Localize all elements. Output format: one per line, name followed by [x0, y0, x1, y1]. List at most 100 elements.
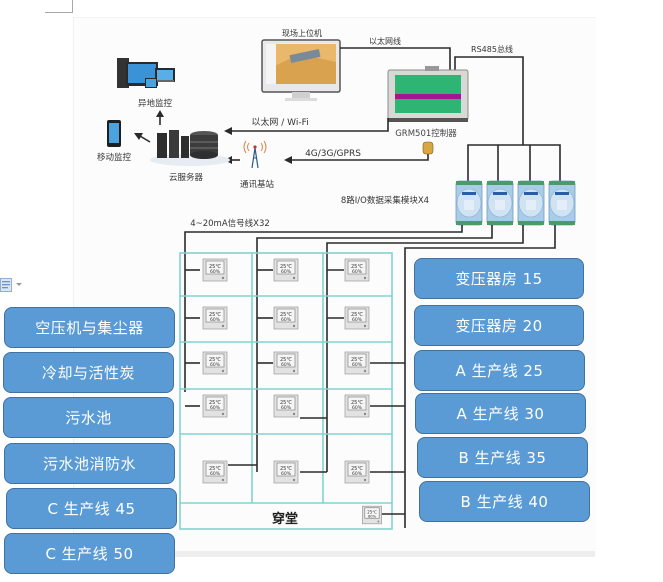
svg-text:60%: 60% — [352, 317, 363, 323]
controller-label: GRM501控制器 — [395, 128, 457, 139]
temperature-humidity-sensor-icon: 25℃60% — [273, 258, 299, 282]
temperature-humidity-sensor-icon: 25℃60% — [344, 306, 370, 330]
cellular-line — [288, 152, 429, 161]
host-pc-label: 现场上位机 — [282, 28, 322, 38]
temperature-humidity-sensor-icon: 25℃60% — [344, 258, 370, 282]
host-pc-monitor-icon — [261, 39, 341, 101]
svg-text:60%: 60% — [281, 269, 292, 275]
svg-text:60%: 60% — [352, 269, 363, 275]
area-box-label: 变压器房 20 — [455, 317, 543, 335]
svg-text:60%: 60% — [210, 405, 221, 411]
paste-options-dropdown-icon[interactable] — [16, 283, 22, 286]
area-box-label: C 生产线 50 — [45, 545, 134, 563]
svg-text:25℃: 25℃ — [351, 264, 363, 270]
area-box-sewage-pool[interactable]: 污水池 — [3, 397, 174, 438]
mobile-phone-icon — [107, 120, 121, 147]
area-box-label: B 生产线 35 — [458, 449, 547, 467]
signal-lines-label: 4~20mA信号线X32 — [190, 218, 270, 229]
area-box-label: 污水池 — [65, 409, 112, 427]
svg-text:25℃: 25℃ — [351, 357, 363, 363]
area-box-label: B 生产线 40 — [460, 493, 549, 511]
corridor-label: 穿堂 — [272, 511, 298, 527]
svg-text:60%: 60% — [210, 317, 221, 323]
temperature-humidity-sensor-icon: 25℃60% — [344, 351, 370, 375]
svg-text:60%: 60% — [210, 269, 221, 275]
ethernet-wifi-label: 以太网 / Wi-Fi — [251, 116, 308, 128]
temperature-humidity-sensor-icon: 25℃60% — [273, 351, 299, 375]
controller-device-icon — [387, 66, 469, 122]
svg-text:25℃: 25℃ — [280, 264, 292, 270]
mobile-monitoring-label: 移动监控 — [97, 152, 132, 163]
temperature-humidity-sensor-icon: 25℃60% — [202, 394, 228, 418]
svg-text:25℃: 25℃ — [209, 312, 221, 318]
temperature-humidity-sensor-icon: 25℃60% — [344, 460, 370, 484]
temperature-humidity-sensor-icon: 25℃60% — [202, 351, 228, 375]
area-box-label: 变压器房 15 — [455, 270, 543, 288]
temperature-humidity-sensor-icon: 25℃60% — [273, 460, 299, 484]
temperature-humidity-sensor-icon: 25℃60% — [202, 258, 228, 282]
io-module-icon — [486, 180, 514, 226]
temperature-humidity-sensor-icon: 25℃60% — [362, 505, 382, 525]
area-box-label: 空压机与集尘器 — [35, 319, 144, 337]
arrow-icon — [156, 110, 164, 117]
svg-text:25℃: 25℃ — [280, 312, 292, 318]
area-box-transformer-20[interactable]: 变压器房 20 — [414, 305, 584, 346]
svg-text:25℃: 25℃ — [209, 466, 221, 472]
ethernet-cable-label: 以太网线 — [369, 36, 401, 46]
paste-options-icon[interactable] — [0, 277, 12, 292]
temperature-humidity-sensor-icon: 25℃60% — [344, 394, 370, 418]
svg-text:60%: 60% — [352, 362, 363, 368]
rs485-bus-line — [454, 56, 524, 145]
area-box-line-c-45[interactable]: C 生产线 45 — [6, 488, 177, 529]
temperature-humidity-sensor-icon: 25℃60% — [273, 306, 299, 330]
temperature-humidity-sensor-icon: 25℃60% — [202, 306, 228, 330]
arrow-icon — [224, 127, 232, 135]
area-box-line-b-35[interactable]: B 生产线 35 — [417, 437, 588, 478]
area-box-label: C 生产线 45 — [47, 500, 136, 518]
cloud-server-label: 云服务器 — [169, 172, 204, 183]
svg-text:25℃: 25℃ — [280, 357, 292, 363]
area-box-label: 冷却与活性炭 — [41, 364, 135, 382]
svg-text:25℃: 25℃ — [209, 264, 221, 270]
remote-monitoring-label: 异地监控 — [138, 98, 173, 109]
svg-text:25℃: 25℃ — [209, 357, 221, 363]
arrow-icon — [284, 156, 292, 164]
area-box-line-a-30[interactable]: A 生产线 30 — [415, 393, 586, 434]
gprs-modem-icon — [422, 141, 434, 155]
svg-text:25℃: 25℃ — [209, 400, 221, 406]
temperature-humidity-sensor-icon: 25℃60% — [202, 460, 228, 484]
svg-text:25℃: 25℃ — [280, 400, 292, 406]
svg-text:60%: 60% — [281, 405, 292, 411]
image-bottom-edge — [73, 551, 595, 557]
base-station-label: 通讯基站 — [240, 179, 275, 190]
area-box-sewage-fire-water[interactable]: 污水池消防水 — [4, 443, 175, 484]
area-box-label: 污水池消防水 — [42, 455, 136, 473]
area-box-line-b-40[interactable]: B 生产线 40 — [419, 481, 590, 522]
io-module-icon — [548, 180, 576, 226]
area-box-transformer-15[interactable]: 变压器房 15 — [414, 258, 584, 299]
sensor-grid — [179, 252, 393, 530]
io-modules-label: 8路I/O数据采集模块X4 — [341, 195, 429, 206]
svg-text:60%: 60% — [281, 362, 292, 368]
area-box-cooling[interactable]: 冷却与活性炭 — [3, 352, 174, 393]
svg-text:60%: 60% — [281, 317, 292, 323]
area-box-label: A 生产线 30 — [456, 405, 545, 423]
svg-text:60%: 60% — [368, 514, 377, 518]
svg-text:60%: 60% — [352, 471, 363, 477]
cellular-label: 4G/3G/GPRS — [305, 149, 361, 159]
svg-text:60%: 60% — [281, 471, 292, 477]
ethernet-wifi-line — [228, 118, 389, 132]
svg-text:25℃: 25℃ — [351, 312, 363, 318]
cloud-server-icon — [150, 130, 230, 166]
io-module-icon — [455, 180, 483, 226]
svg-text:25℃: 25℃ — [351, 400, 363, 406]
area-box-line-c-50[interactable]: C 生产线 50 — [4, 533, 175, 574]
svg-text:60%: 60% — [210, 362, 221, 368]
svg-text:25℃: 25℃ — [280, 466, 292, 472]
svg-text:25℃: 25℃ — [351, 466, 363, 472]
area-box-line-a-25[interactable]: A 生产线 25 — [414, 350, 585, 391]
temperature-humidity-sensor-icon: 25℃60% — [273, 394, 299, 418]
remote-monitoring-computers-icon — [117, 58, 175, 88]
area-box-air-compressor[interactable]: 空压机与集尘器 — [4, 307, 175, 348]
